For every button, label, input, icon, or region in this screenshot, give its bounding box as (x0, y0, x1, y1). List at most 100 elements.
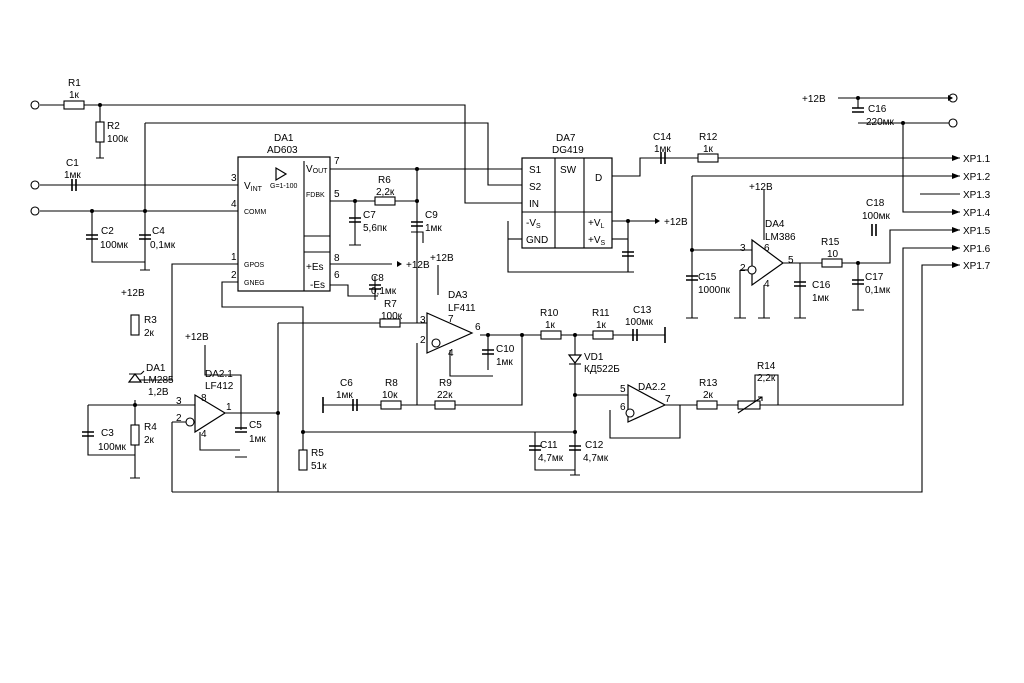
r4-val: 2к (144, 435, 155, 446)
r13-ref: R13 (699, 378, 718, 389)
dg419-d: D (595, 173, 602, 184)
svg-text:3: 3 (420, 315, 426, 326)
r8-ref: R8 (385, 378, 398, 389)
da1-ref: DA1 (274, 133, 294, 144)
dg419-vs-neg-sub: S (536, 223, 541, 230)
c2-val: 100мк (100, 240, 129, 251)
da1-val: AD603 (267, 145, 298, 156)
c1-ref: C1 (66, 158, 79, 169)
r11-val: 1к (596, 320, 607, 331)
supply-top: +12В (802, 94, 826, 105)
svg-text:-VS: -VS (526, 218, 541, 230)
da22-ref: DA2.2 (638, 382, 666, 393)
c2-ref: C2 (101, 226, 114, 237)
r14-ref: R14 (757, 361, 776, 372)
r9-ref: R9 (439, 378, 452, 389)
ad603-vout-sub: OUT (313, 168, 329, 175)
dg419-gnd: GND (526, 235, 548, 246)
c9-val: 1мк (425, 223, 442, 234)
r1-val: 1к (69, 90, 80, 101)
supply-es: +12В (406, 260, 430, 271)
r1-ref: R1 (68, 78, 81, 89)
r4-ref: R4 (144, 422, 157, 433)
da4-val: LM386 (765, 232, 796, 243)
ad603-comm-label: COMM (244, 209, 266, 216)
r3-val: 2к (144, 328, 155, 339)
xp1-6-label: XP1.6 (963, 244, 991, 255)
ad603-mes-label: -Es (310, 280, 325, 291)
svg-text:7: 7 (334, 156, 340, 167)
c12-val: 4,7мк (583, 453, 609, 464)
svg-text:5: 5 (334, 189, 340, 200)
c13-val: 100мк (625, 317, 654, 328)
c12-ref: C12 (585, 440, 604, 451)
c7-val: 5,6пк (363, 223, 387, 234)
xp1-4-label: XP1.4 (963, 208, 991, 219)
c4-ref: C4 (152, 226, 165, 237)
c14-ref: C14 (653, 132, 672, 143)
opamps (185, 238, 785, 434)
input-terminals (30, 93, 958, 216)
r2-ref: R2 (107, 121, 120, 132)
c16b-ref: C16 (812, 280, 831, 291)
dg419-vl-sub: L (601, 223, 605, 230)
ad603-gneg-label: GNEG (244, 280, 265, 287)
da7-val: DG419 (552, 145, 584, 156)
c7-ref: C7 (363, 210, 376, 221)
r8-val: 10к (382, 390, 398, 401)
c16b-val: 1мк (812, 293, 829, 304)
da1-ref-ref: DA1 (146, 363, 166, 374)
svg-text:2: 2 (420, 335, 426, 346)
c9-ref: C9 (425, 210, 438, 221)
supply-da21: +12В (185, 332, 209, 343)
supply-da7: +12В (664, 217, 688, 228)
r12-ref: R12 (699, 132, 718, 143)
svg-text:+VS: +VS (588, 235, 606, 247)
r9-val: 22к (437, 390, 453, 401)
svg-text:4: 4 (448, 348, 454, 359)
c5-ref: C5 (249, 420, 262, 431)
r2-val: 100к (107, 134, 129, 145)
c5-val: 1мк (249, 434, 266, 445)
c11-ref: C11 (540, 440, 558, 451)
dg419-in: IN (529, 199, 539, 210)
svg-text:6: 6 (764, 243, 770, 254)
svg-text:2: 2 (740, 263, 746, 274)
r15-ref: R15 (821, 237, 840, 248)
supply-da3: +12В (430, 253, 454, 264)
c13-ref: C13 (633, 305, 652, 316)
da1-ref-val2: 1,2В (148, 387, 169, 398)
connector-arrows (397, 95, 960, 268)
r11-ref: R11 (592, 308, 610, 319)
r15-val: 10 (827, 249, 839, 260)
ad603-chip: G=1-100 VINT COMM GPOS GNEG VOUT FDBK +E… (237, 156, 331, 292)
c14-val: 1мк (654, 144, 671, 155)
xp1-5-label: XP1.5 (963, 226, 991, 237)
dg419-sw: SW (560, 165, 577, 176)
c17-ref: C17 (865, 272, 884, 283)
vd1-ref: VD1 (584, 352, 604, 363)
vd1-val: КД522Б (584, 364, 620, 375)
c11-val: 4,7мк (538, 453, 564, 464)
dg419-s2: S2 (529, 182, 542, 193)
da3-val: LF411 (448, 303, 476, 314)
dg419-s1: S1 (529, 165, 542, 176)
c1-val: 1мк (64, 170, 81, 181)
r6-ref: R6 (378, 175, 391, 186)
r3-ref: R3 (144, 315, 157, 326)
svg-text:4: 4 (231, 199, 237, 210)
r5-val: 51к (311, 461, 327, 472)
xp1-3-label: XP1.3 (963, 190, 991, 201)
c10-ref: C10 (496, 344, 515, 355)
r10-val: 1к (545, 320, 556, 331)
da4-ref: DA4 (765, 219, 785, 230)
supply-r3: +12В (121, 288, 145, 299)
xp1-7-label: XP1.7 (963, 261, 991, 272)
svg-text:6: 6 (334, 270, 340, 281)
c10-val: 1мк (496, 357, 513, 368)
svg-text:+VL: +VL (588, 218, 605, 230)
svg-text:7: 7 (665, 394, 671, 405)
r7-ref: R7 (384, 299, 397, 310)
ad603-gpos-label: GPOS (244, 262, 265, 269)
r13-val: 2к (703, 390, 714, 401)
